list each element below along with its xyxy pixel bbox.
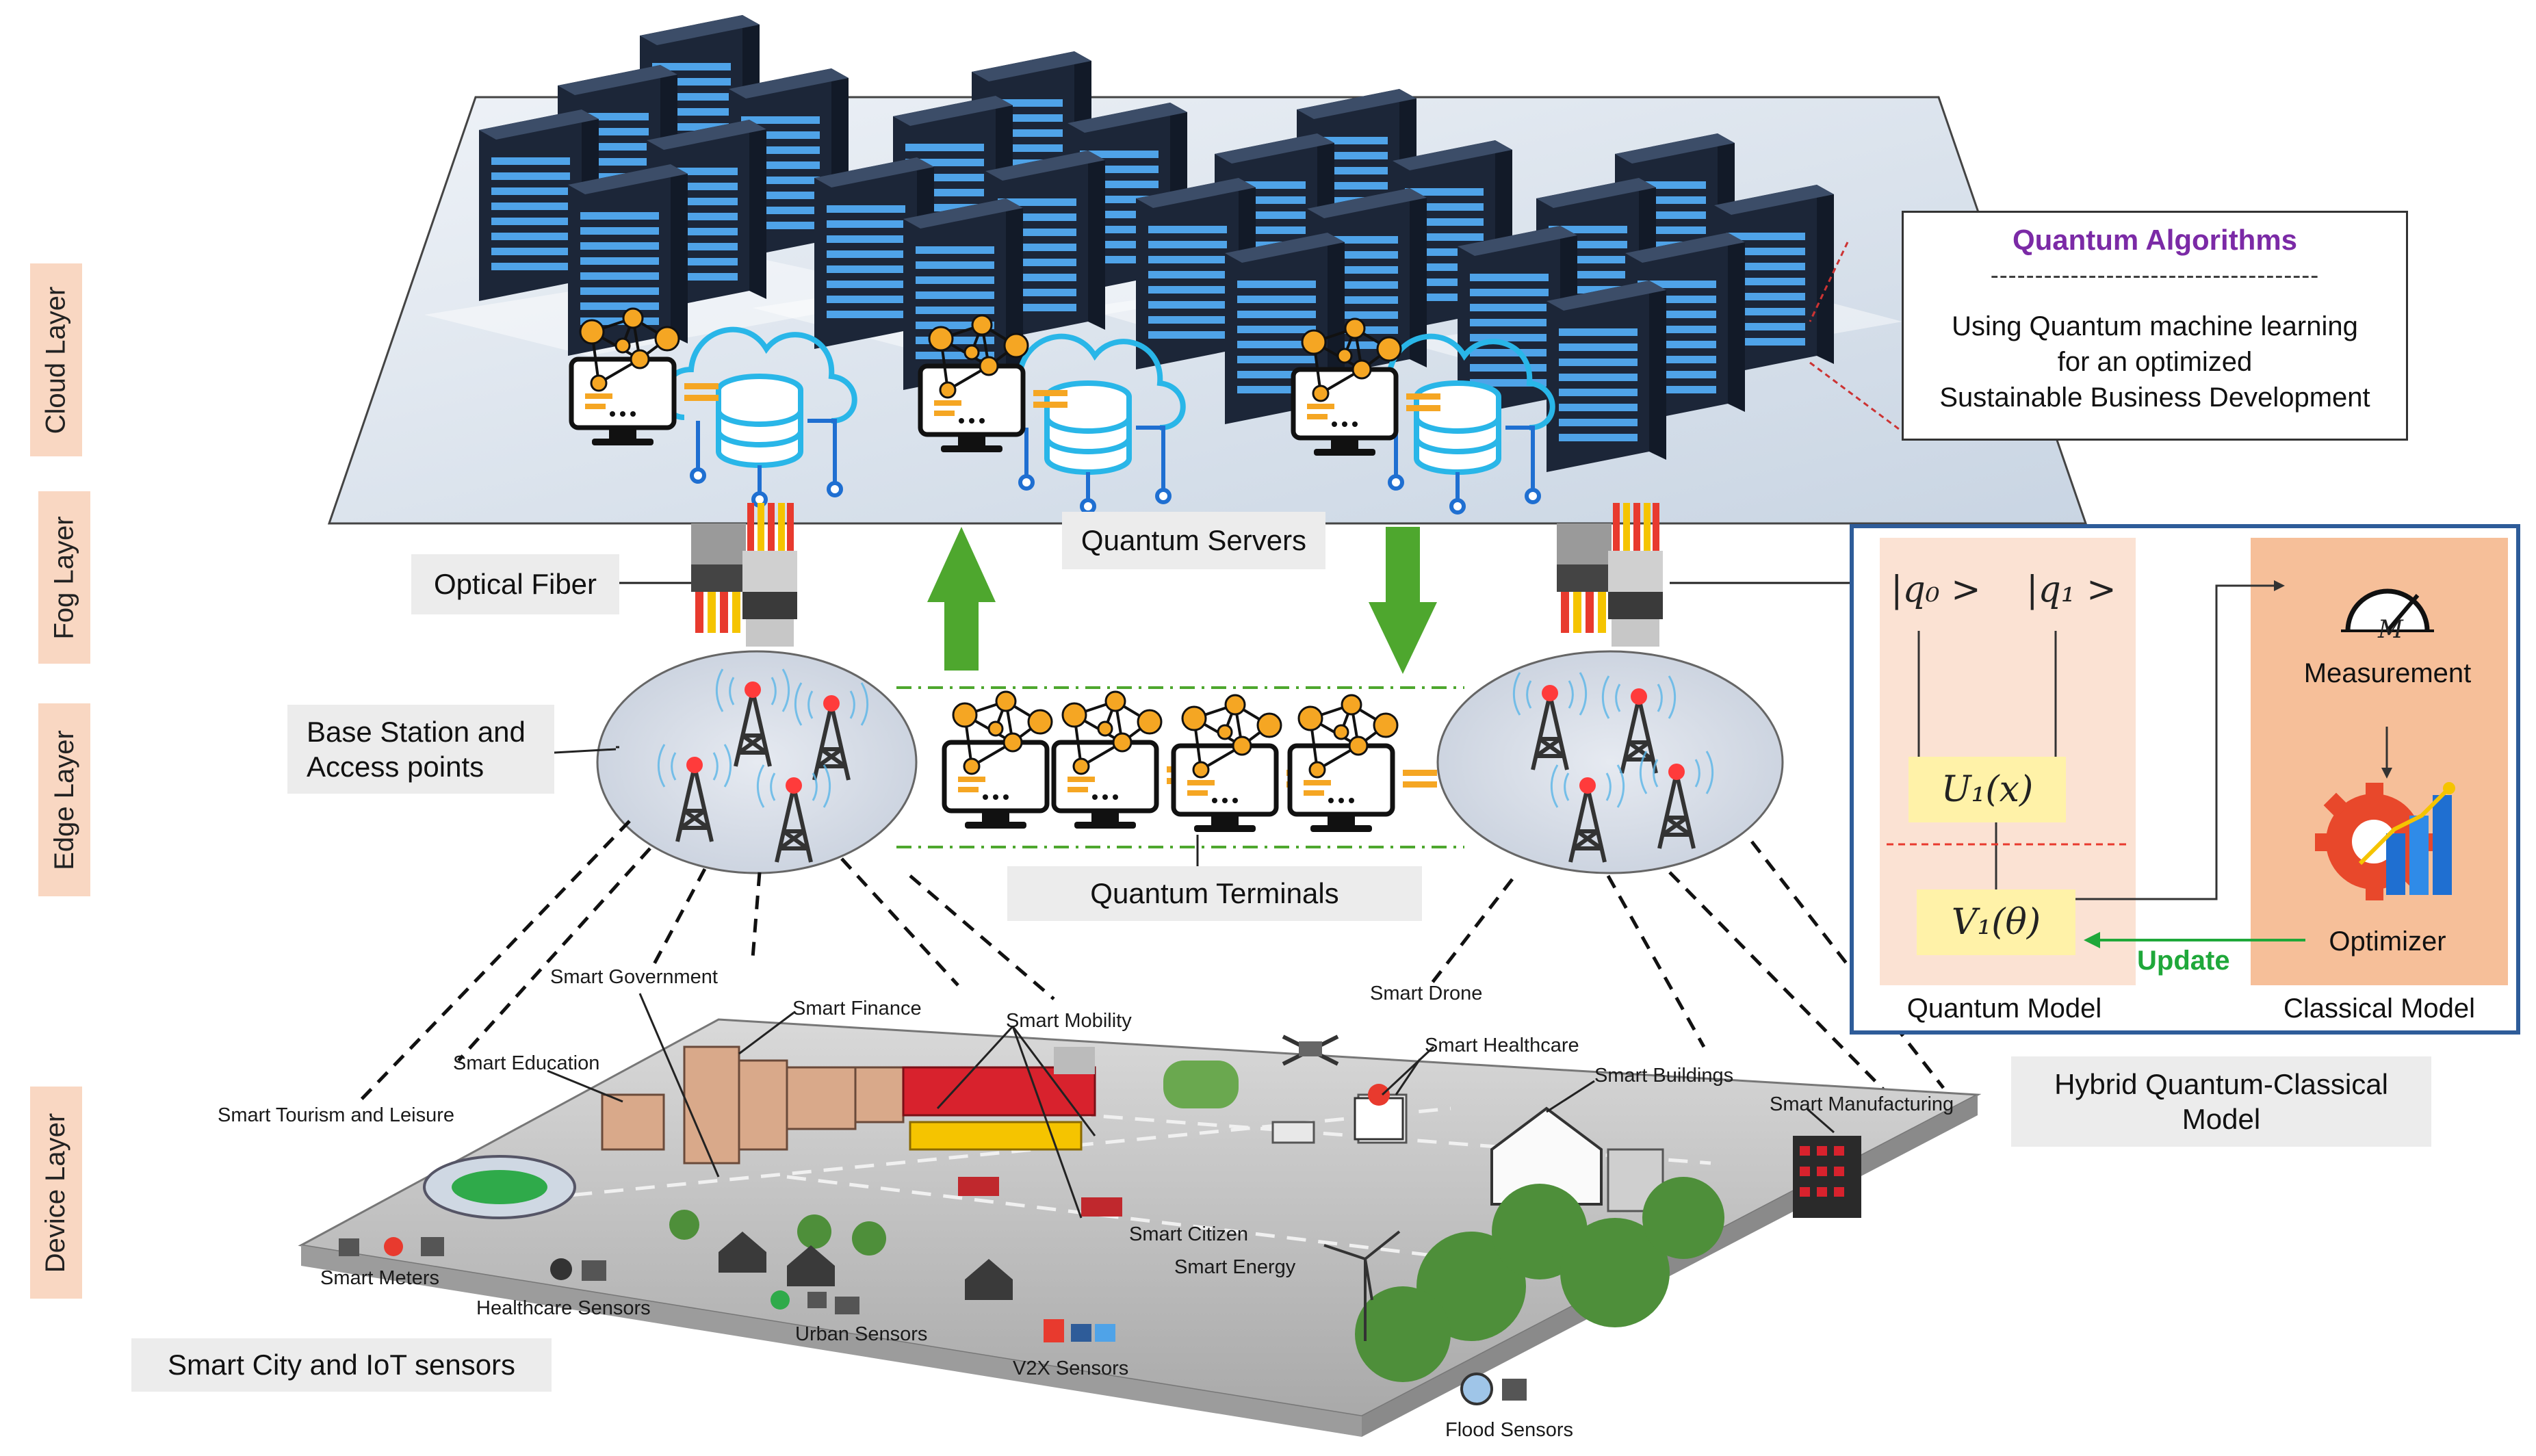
city-label: Smart Government bbox=[550, 966, 718, 988]
layer-tag-fog: Fog Layer bbox=[38, 491, 90, 664]
update-label: Update bbox=[2137, 946, 2230, 976]
city-label: Smart Energy bbox=[1174, 1256, 1296, 1278]
city-label: Smart Meters bbox=[320, 1267, 440, 1289]
downlink-arrow bbox=[1369, 527, 1437, 674]
city-label: Healthcare Sensors bbox=[476, 1297, 651, 1319]
optical-fiber-label: Optical Fiber bbox=[411, 554, 619, 614]
smart-city-iot-label: Smart City and IoT sensors bbox=[131, 1338, 552, 1392]
qubit-q1-label: |q₁ > bbox=[2026, 569, 2117, 610]
meter-gauge-icon bbox=[2341, 588, 2434, 632]
layer-tag-device: Device Layer bbox=[30, 1087, 82, 1299]
qubit-q0-label: |q₀ > bbox=[1891, 569, 1981, 610]
optimizer-label: Optimizer bbox=[2329, 926, 2446, 957]
quantum-servers-label: Quantum Servers bbox=[1062, 512, 1325, 569]
city-label: Smart Buildings bbox=[1594, 1065, 1734, 1087]
city-label: Smart Tourism and Leisure bbox=[218, 1104, 455, 1126]
city-label: Urban Sensors bbox=[795, 1323, 928, 1345]
city-label: Smart Healthcare bbox=[1425, 1035, 1579, 1056]
city-label: V2X Sensors bbox=[1013, 1357, 1129, 1379]
edge-cluster-right bbox=[1436, 650, 1784, 874]
quantum-terminal-icon bbox=[944, 692, 1437, 832]
city-label: Smart Education bbox=[453, 1052, 600, 1074]
city-label: Smart Finance bbox=[792, 998, 922, 1019]
gate-v1: V₁(θ) bbox=[1917, 889, 2075, 955]
classical-model-label: Classical Model bbox=[2283, 993, 2476, 1024]
city-label: Smart Drone bbox=[1370, 983, 1483, 1004]
measurement-label: Measurement bbox=[2303, 658, 2472, 688]
gear-chart-icon bbox=[2315, 782, 2455, 900]
base-station-label: Base Station and Access points bbox=[287, 705, 554, 794]
quantum-terminals-label: Quantum Terminals bbox=[1007, 866, 1422, 921]
layer-tag-edge: Edge Layer bbox=[38, 703, 90, 896]
uplink-arrow bbox=[927, 527, 996, 671]
hybrid-model-panel: |q₀ > |q₁ > U₁(x) V₁(θ) M Measurement Op… bbox=[1850, 524, 2520, 1035]
gate-u1: U₁(x) bbox=[1909, 757, 2066, 822]
quantum-algorithms-divider: ------------------------------------- bbox=[1990, 261, 2320, 289]
measurement-symbol: M bbox=[2378, 616, 2403, 644]
city-label: Smart Mobility bbox=[1006, 1010, 1132, 1032]
quantum-algorithms-title: Quantum Algorithms bbox=[2012, 224, 2298, 256]
quantum-algorithms-box: Quantum Algorithms ---------------------… bbox=[1902, 211, 2408, 441]
hybrid-model-label: Hybrid Quantum-Classical Model bbox=[2011, 1056, 2431, 1147]
city-label: Smart Citizen bbox=[1129, 1223, 1249, 1245]
layer-tag-cloud: Cloud Layer bbox=[30, 263, 82, 456]
hybrid-circuit-lines bbox=[1887, 580, 2455, 948]
city-label: Flood Sensors bbox=[1445, 1419, 1573, 1441]
quantum-model-label: Quantum Model bbox=[1906, 993, 2102, 1024]
city-label: Smart Manufacturing bbox=[1770, 1093, 1954, 1115]
quantum-algorithms-body: Using Quantum machine learning for an op… bbox=[1939, 311, 2370, 413]
